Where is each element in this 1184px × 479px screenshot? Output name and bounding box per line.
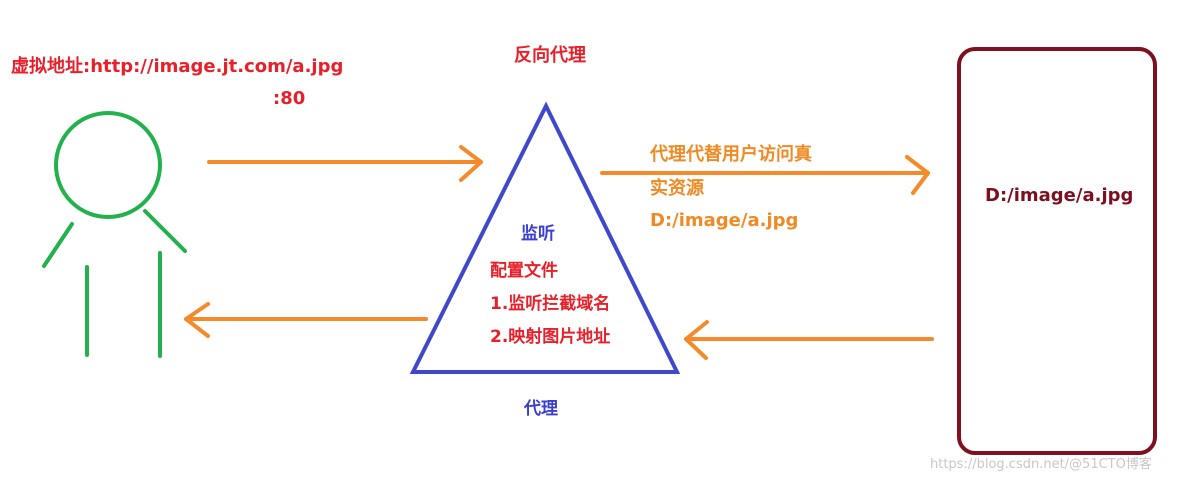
client-left-arm [42, 222, 74, 268]
arrow-client-to-proxy [207, 145, 483, 182]
server-box [957, 47, 1157, 455]
request-text-line-2: 实资源 [650, 178, 704, 199]
server-path-label: D:/image/a.jpg [985, 185, 1134, 206]
client-head [54, 111, 162, 219]
virtual-address-label: 虚拟地址:http://image.jt.com/a.jpg [11, 56, 344, 77]
proxy-step-2: 2.映射图片地址 [490, 327, 611, 347]
arrow-proxy-to-client [184, 302, 428, 338]
proxy-listen-label: 监听 [521, 224, 555, 244]
proxy-config-label: 配置文件 [490, 261, 558, 281]
request-text-line-3: D:/image/a.jpg [650, 210, 799, 231]
client-stick-figure-icon [42, 111, 187, 358]
request-text-line-1: 代理代替用户访问真 [650, 144, 812, 165]
port-label: :80 [273, 88, 306, 109]
arrow-server-to-proxy [684, 320, 934, 360]
proxy-title: 反向代理 [514, 45, 586, 66]
watermark: https://blog.csdn.net/@51CTO博客 [930, 457, 1152, 472]
client-right-arm [143, 209, 187, 253]
arrow-proxy-to-server [600, 155, 930, 195]
proxy-triangle [409, 101, 681, 374]
proxy-step-1: 1.监听拦截域名 [490, 294, 611, 314]
proxy-bottom-label: 代理 [524, 399, 558, 419]
